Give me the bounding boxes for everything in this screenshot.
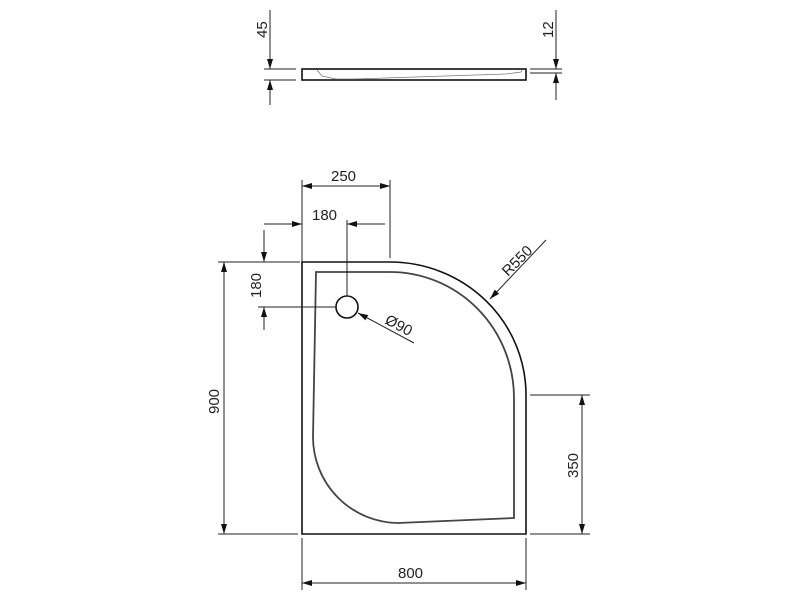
drain-circle — [335, 295, 359, 319]
rim-dimension: 12 — [540, 21, 557, 38]
radius-dimension: R550 — [499, 242, 536, 279]
height-dimension: 45 — [254, 21, 271, 38]
drain-y-dimension: 180 — [248, 273, 265, 298]
tray-outline — [301, 261, 527, 535]
width-dimension: 800 — [398, 565, 423, 582]
tray-basin — [312, 271, 515, 524]
drain-diameter-dimension: Ø90 — [382, 312, 415, 340]
plan-view: 250 180 180 900 350 800 R550 Ø90 — [206, 168, 590, 590]
depth-dimension: 900 — [206, 389, 223, 414]
profile-view: 45 12 — [254, 10, 562, 105]
side-straight-dimension: 350 — [565, 453, 582, 478]
top-straight-dimension: 250 — [331, 168, 356, 185]
drain-x-dimension: 180 — [312, 207, 337, 224]
